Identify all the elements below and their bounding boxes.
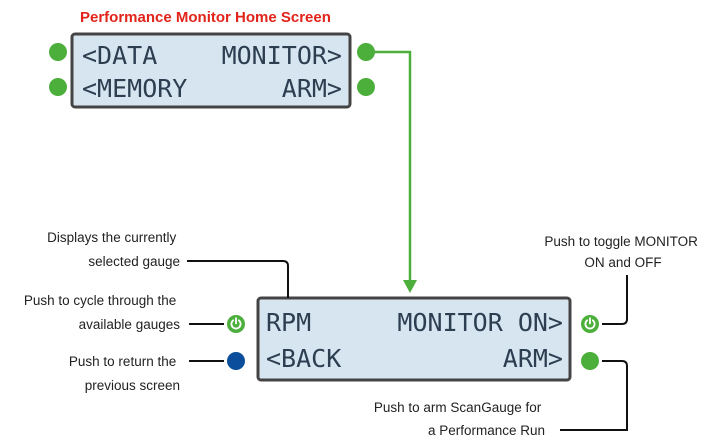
arm-button[interactable] [581,352,599,370]
leader-lines [187,260,628,431]
home-row1-left: <DATA [82,41,157,70]
cycle-gauges-note: Push to cycle through the available gaug… [24,293,180,332]
home-left-bottom-button[interactable] [49,78,67,96]
home-arm-button[interactable] [357,78,375,96]
monitor-toggle-button[interactable] [581,315,599,333]
monitor-row1-right: MONITOR ON> [397,308,563,337]
diagram-title: Performance Monitor Home Screen [80,9,331,26]
home-monitor-button[interactable] [357,43,375,61]
home-row1-right: MONITOR> [222,41,342,70]
toggle-monitor-note: Push to toggle MONITOR ON and OFF [544,234,701,270]
monitor-row1-left: RPM [266,308,311,337]
power-cycle-icon [230,317,242,330]
displays-gauge-note: Displays the currently selected gauge [47,230,180,269]
power-cycle-icon [584,317,596,330]
monitor-flow-arrow [374,50,417,293]
monitor-row2-right: ARM> [503,344,563,373]
cycle-gauge-button[interactable] [227,315,245,333]
home-row2-right: ARM> [282,74,342,103]
back-button[interactable] [227,352,245,370]
monitor-row2-left: <BACK [266,344,341,373]
home-row2-left: <MEMORY [82,74,187,103]
monitor-screen-lcd: RPM MONITOR ON> <BACK ARM> [256,296,572,382]
arm-scangauge-note: Push to arm ScanGauge for a Performance … [374,400,545,438]
return-screen-note: Push to return the previous screen [69,354,180,393]
home-screen-lcd: <DATA MONITOR> <MEMORY ARM> [70,32,352,109]
home-left-top-button[interactable] [49,43,67,61]
